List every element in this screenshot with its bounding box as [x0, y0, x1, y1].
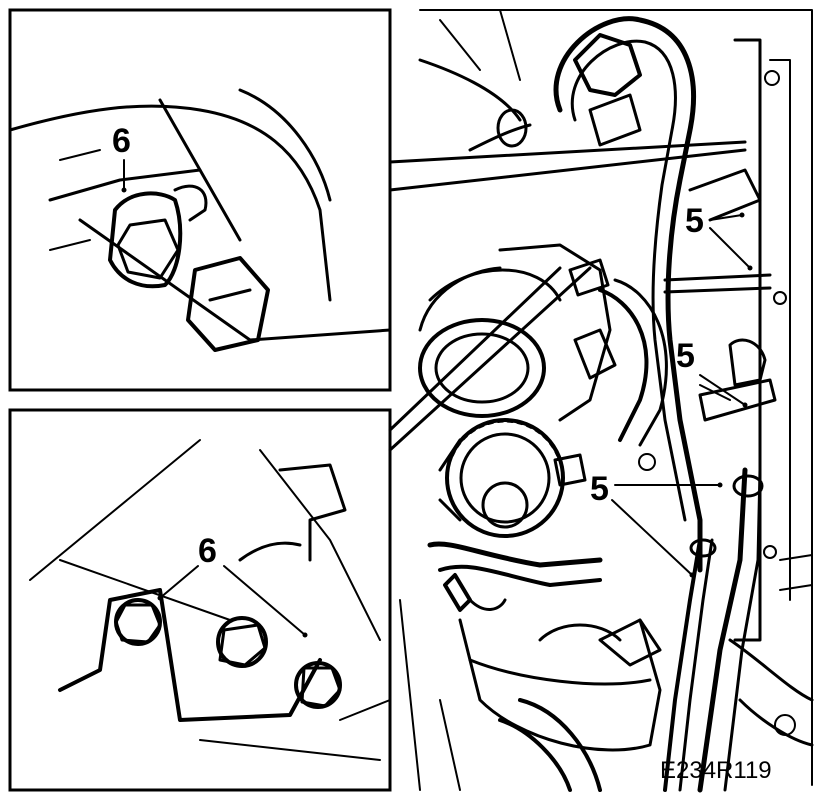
inset-bottom: 6 [8, 266, 592, 792]
callout-label-5-lower: 5 [590, 470, 609, 508]
reservoir [458, 618, 662, 792]
engine-main-view [399, 9, 814, 793]
inset-bottom-detail [29, 439, 391, 761]
inset-top: 6 [8, 8, 747, 392]
throttle-body [418, 243, 612, 422]
inset-bottom-callout-6: 6 [198, 532, 217, 570]
callout-label-5-upper: 5 [685, 202, 704, 240]
pulley-gear [438, 418, 565, 538]
main-callout-upper: 5 [685, 202, 753, 271]
inset-top-detail [8, 88, 392, 352]
inset-top-callout-6: 6 [112, 122, 131, 160]
figure-id-label: E234R119 [660, 757, 772, 784]
main-callout-middle: 5 [676, 337, 748, 408]
callout-label-5-middle: 5 [676, 337, 695, 375]
main-callout-lower: 5 [590, 470, 723, 578]
